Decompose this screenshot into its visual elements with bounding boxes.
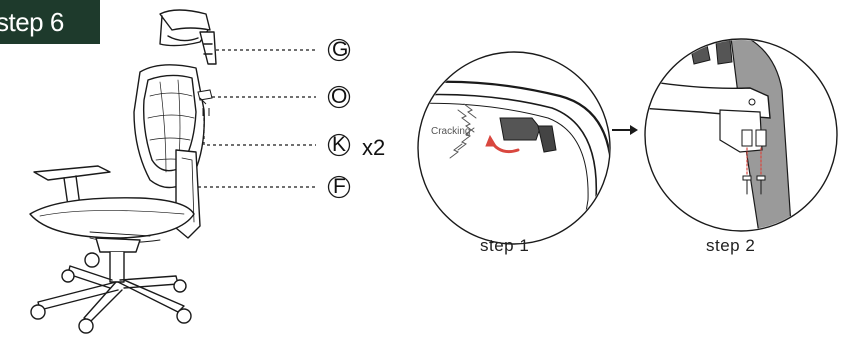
part-o-screw-plate <box>197 89 213 105</box>
part-k-quantity: x2 <box>362 135 386 160</box>
part-g-label: G <box>332 38 349 61</box>
part-k-label: K <box>332 133 347 156</box>
part-g-circle <box>327 38 351 62</box>
five-star-base <box>30 252 192 334</box>
leader-lines <box>198 49 316 188</box>
clip-part <box>499 117 557 153</box>
step-1-caption: step 1 <box>480 236 530 255</box>
part-o-label: O <box>331 85 348 108</box>
detail-2-circle <box>644 38 838 232</box>
part-o-circle <box>327 85 351 109</box>
part-k-circle <box>327 133 351 157</box>
part-k-screws <box>202 108 210 116</box>
step-2-caption: step 2 <box>706 236 756 255</box>
part-callouts <box>327 38 351 199</box>
gas-column <box>109 251 125 283</box>
headrest-part <box>159 9 217 65</box>
chair-drawing <box>29 9 217 334</box>
step-badge: step 6 <box>0 0 100 44</box>
next-arrow-icon <box>612 125 638 135</box>
screws-icon <box>742 175 766 195</box>
cracking-note: Cracking <box>431 126 471 137</box>
part-f-label: F <box>333 175 346 198</box>
detail-1-circle <box>417 51 611 245</box>
screw-guide-lines <box>746 147 762 177</box>
crack-marks-icon <box>449 103 477 159</box>
seat <box>29 197 195 239</box>
part-f-circle <box>327 175 351 199</box>
